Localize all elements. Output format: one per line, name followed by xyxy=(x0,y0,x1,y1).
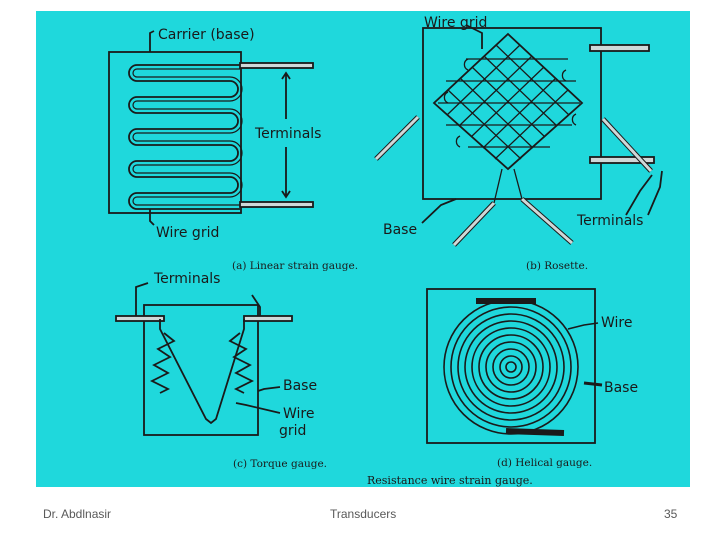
linear-gauge-grid-leader xyxy=(149,209,155,226)
linear-gauge-terminal-bottom xyxy=(239,201,314,208)
helical-gauge-base-label: Base xyxy=(604,380,638,396)
rosette-grid-label: Wire grid xyxy=(424,15,487,31)
torque-gauge-grid-label: grid xyxy=(279,423,306,439)
helical-gauge-base xyxy=(426,288,596,444)
torque-gauge-terminals-label: Terminals xyxy=(153,271,220,287)
figure-background xyxy=(36,11,690,487)
rosette-base xyxy=(422,27,602,200)
rosette-terminal-mid xyxy=(589,156,655,164)
rosette-base-leader xyxy=(421,198,457,224)
rosette-terminal-top xyxy=(589,44,650,52)
rosette-terminals-label: Terminals xyxy=(576,213,643,229)
helical-gauge-base-leader xyxy=(583,381,603,387)
torque-gauge-zigzag-right xyxy=(228,332,255,394)
helical-gauge xyxy=(426,288,603,444)
torque-gauge-grid-leader xyxy=(235,402,281,414)
rosette-lead-bottom-left-fill xyxy=(452,201,496,247)
figure-main-caption: Resistance wire strain gauge. xyxy=(367,474,533,487)
helical-gauge-lead-bottom xyxy=(505,428,565,436)
linear-gauge-wire-grid-inner xyxy=(132,68,243,206)
torque-gauge-zigzag-left xyxy=(149,332,176,394)
footer-topic: Transducers xyxy=(330,507,397,521)
torque-gauge-wire-grid xyxy=(159,319,245,425)
rosette-terminals-leader xyxy=(625,174,653,216)
rosette-wire-grid-diamond xyxy=(432,32,584,171)
rosette-terminals-leader-2 xyxy=(647,170,663,216)
torque-gauge-terminals-leader-2 xyxy=(251,294,261,316)
rosette-caption: (b) Rosette. xyxy=(526,260,588,272)
rosette-gauge xyxy=(374,24,663,247)
torque-gauge-terminal-right xyxy=(243,315,293,322)
helical-gauge-caption: (d) Helical gauge. xyxy=(497,457,592,469)
linear-gauge-carrier-leader xyxy=(149,30,155,52)
strain-gauge-figure: Carrier (base) Terminals Wire grid (a) L… xyxy=(36,11,690,487)
torque-gauge-base-leader xyxy=(257,386,281,392)
rosette-lead-bottom-right-fill xyxy=(521,197,573,245)
torque-gauge-wire-label: Wire xyxy=(283,406,315,422)
rosette-grid-cross-leads xyxy=(493,168,523,204)
helical-gauge-wire-leader xyxy=(567,322,599,330)
rosette-lead-left-fill xyxy=(374,115,420,161)
footer-author: Dr. Abdlnasir xyxy=(43,507,112,521)
linear-gauge-caption: (a) Linear strain gauge. xyxy=(232,260,358,272)
torque-gauge-terminals-leader xyxy=(135,282,149,316)
linear-gauge-terminals-arrow xyxy=(281,71,291,199)
linear-gauge-terminals-label: Terminals xyxy=(254,126,321,142)
linear-gauge xyxy=(108,30,314,226)
rosette-wire-grid-lines xyxy=(438,44,580,160)
linear-gauge-carrier xyxy=(108,51,242,214)
footer-page-number: 35 xyxy=(664,507,678,521)
helical-gauge-wire-label: Wire xyxy=(601,315,633,331)
linear-gauge-terminal-top xyxy=(239,62,314,69)
linear-gauge-carrier-label: Carrier (base) xyxy=(158,27,255,43)
torque-gauge-base xyxy=(143,304,259,436)
torque-gauge-base-label: Base xyxy=(283,378,317,394)
rosette-base-label: Base xyxy=(383,222,417,238)
torque-gauge-terminal-left xyxy=(115,315,165,322)
rosette-lead-right-fill xyxy=(601,117,653,173)
linear-gauge-grid-label: Wire grid xyxy=(156,225,219,241)
linear-gauge-wire-grid xyxy=(128,64,240,210)
torque-gauge xyxy=(115,282,293,436)
rosette-grid-leader xyxy=(465,24,483,49)
torque-gauge-caption: (c) Torque gauge. xyxy=(233,458,327,470)
